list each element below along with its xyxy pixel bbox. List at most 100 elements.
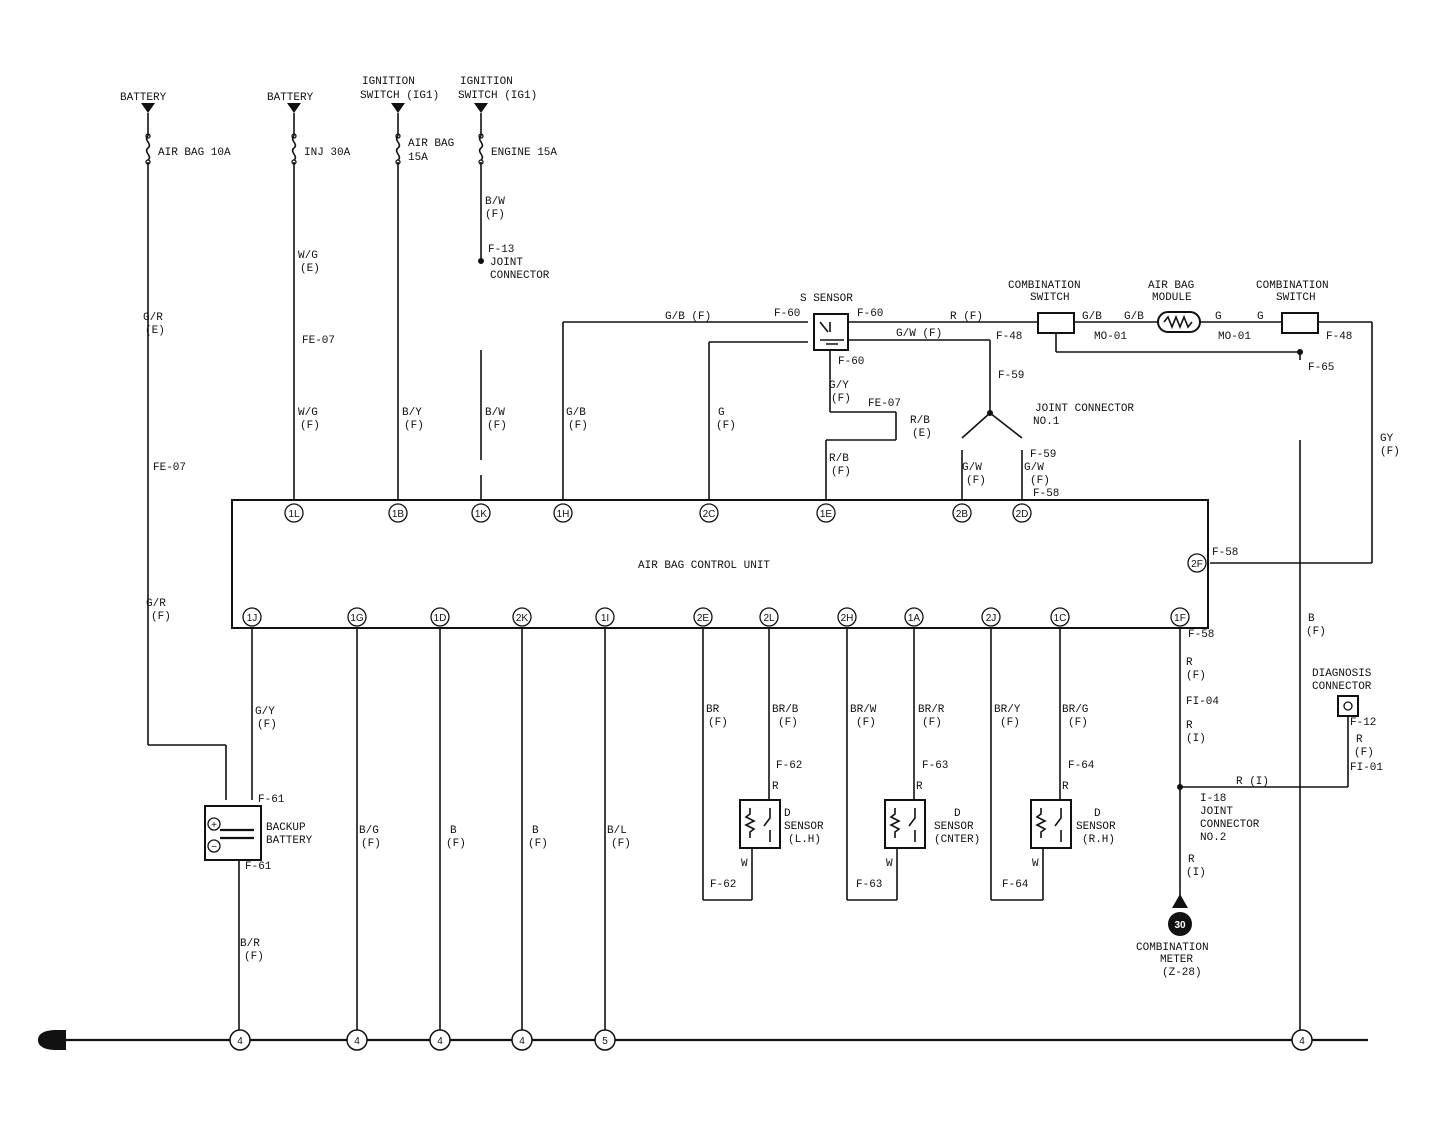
combination-switch-2: COMBINATION SWITCH F-48 GY (F) F-65 B (F… bbox=[1210, 280, 1400, 1040]
pin-label: 1B bbox=[392, 509, 405, 520]
wire-label: R/B bbox=[829, 453, 849, 465]
wire-label: (F) bbox=[708, 717, 728, 729]
wire-label: B bbox=[532, 825, 539, 837]
d-sensor-label: (R.H) bbox=[1082, 834, 1115, 846]
d-sensor-center: BR/W (F) BR/R (F) F-63 R D SENSOR (CNTER… bbox=[846, 628, 980, 901]
ground-point-label: 4 bbox=[237, 1036, 243, 1047]
ignition-label-2a: IGNITION bbox=[460, 76, 513, 88]
pin-label: 2L bbox=[763, 613, 775, 624]
d-sensor-lh: BR (F) BR/B (F) F-62 R D SENSOR (L.H) W … bbox=[702, 628, 824, 901]
wire-label: (F) bbox=[1000, 717, 1020, 729]
wire-label: (F) bbox=[716, 420, 736, 432]
connector-label: F-62 bbox=[710, 879, 736, 891]
power-arrow-icon bbox=[474, 103, 488, 113]
battery-source-1: BATTERY bbox=[120, 92, 167, 136]
diagnosis-connector: DIAGNOSIS CONNECTOR F-12 R (F) FI-01 bbox=[1312, 668, 1383, 787]
wire-label: R (F) bbox=[950, 311, 983, 323]
fuse-icon: AIR BAG 15A bbox=[395, 133, 454, 165]
wire-label: (E) bbox=[300, 263, 320, 275]
wire-label: R bbox=[1186, 720, 1193, 732]
connector-label: F-65 bbox=[1308, 362, 1334, 374]
wire-label: G/B bbox=[1124, 311, 1144, 323]
d-sensor-label: SENSOR bbox=[1076, 821, 1116, 833]
wire-engine-15a: B/W (F) F-13 JOINT CONNECTOR B/W (F) bbox=[478, 162, 550, 500]
d-sensor-label: SENSOR bbox=[784, 821, 824, 833]
connector-label: MO-01 bbox=[1218, 331, 1251, 343]
wire-label: GY bbox=[1380, 433, 1394, 445]
svg-text:+: + bbox=[211, 820, 217, 831]
wire-label: G/W bbox=[1024, 462, 1044, 474]
wire-label: (F) bbox=[257, 719, 277, 731]
diagnosis-connector-label: DIAGNOSIS bbox=[1312, 668, 1372, 680]
wire-label: G bbox=[1257, 311, 1264, 323]
s-sensor: S SENSOR F-60 F-60 F-60 G/Y (F) FE-07 R/… bbox=[774, 293, 932, 500]
pin-label: 1L bbox=[288, 509, 300, 520]
wire-label: (F) bbox=[361, 838, 381, 850]
wire-label: R bbox=[1188, 854, 1195, 866]
meter-label: METER bbox=[1160, 954, 1193, 966]
wire-label: W bbox=[1032, 858, 1039, 870]
wire-inj-30a: W/G (E) FE-07 W/G (F) bbox=[293, 162, 335, 500]
connector-label: F-63 bbox=[856, 879, 882, 891]
battery-label-1: BATTERY bbox=[120, 92, 167, 104]
pin-label: 2D bbox=[1016, 509, 1029, 520]
wire-label: R bbox=[772, 781, 779, 793]
meter-label: COMBINATION bbox=[1136, 942, 1209, 954]
air-bag-control-unit-label: AIR BAG CONTROL UNIT bbox=[638, 560, 770, 572]
ignition-source-1: IGNITION SWITCH (IG1) bbox=[360, 76, 439, 136]
ground-point-label: 4 bbox=[1299, 1036, 1305, 1047]
pin-label: 1C bbox=[1054, 613, 1067, 624]
wire-label: (F) bbox=[446, 838, 466, 850]
wire-label: BR/B bbox=[772, 704, 799, 716]
wire-label: (F) bbox=[1354, 747, 1374, 759]
wire-g-b: G/B (F) G/B (F) bbox=[562, 311, 808, 500]
wire-label: (F) bbox=[404, 420, 424, 432]
wire-label: G/R bbox=[146, 598, 166, 610]
wire-label: W bbox=[886, 858, 893, 870]
pin-label: 2C bbox=[703, 509, 716, 520]
wire-label: R (I) bbox=[1236, 776, 1269, 788]
pin-label: 2F bbox=[1191, 559, 1203, 570]
connector-label: F-64 bbox=[1068, 760, 1095, 772]
connector-label: FE-07 bbox=[302, 335, 335, 347]
battery-label-2: BATTERY bbox=[267, 92, 314, 104]
backup-battery: G/Y (F) F-61 + − BACKUP BATTERY F-61 B/R… bbox=[204, 628, 313, 1030]
wire-label: (F) bbox=[611, 838, 631, 850]
wire-label: (F) bbox=[1068, 717, 1088, 729]
combination-meter: 30 COMBINATION METER (Z-28) bbox=[1136, 894, 1209, 979]
pin-label: 1K bbox=[475, 509, 488, 520]
wire-label: W/G bbox=[298, 407, 318, 419]
wire-g: G (F) bbox=[708, 341, 808, 500]
wire-label: W bbox=[741, 858, 748, 870]
joint-connector-label: JOINT bbox=[490, 257, 523, 269]
ground-runs: B/G (F) B (F) B (F) B/L (F) bbox=[356, 628, 631, 1030]
wire-label: B/G bbox=[359, 825, 379, 837]
connector-label: FI-04 bbox=[1186, 696, 1219, 708]
pin-label: 1A bbox=[908, 613, 921, 624]
ground-point-label: 4 bbox=[437, 1036, 443, 1047]
combination-switch-label: SWITCH bbox=[1030, 292, 1070, 304]
diagnosis-connector-label: CONNECTOR bbox=[1312, 681, 1372, 693]
pin-label: 1H bbox=[557, 509, 570, 520]
wire-air-bag-15a: B/Y (F) bbox=[397, 162, 424, 500]
wire-label: (F) bbox=[831, 466, 851, 478]
wire-label: W/G bbox=[298, 250, 318, 262]
joint-connector-label: NO.1 bbox=[1033, 416, 1060, 428]
power-arrow-icon bbox=[141, 103, 155, 113]
wire-label: (F) bbox=[778, 717, 798, 729]
fuse-icon: INJ 30A bbox=[291, 133, 351, 165]
air-bag-module-label: AIR BAG bbox=[1148, 280, 1194, 292]
connector-label: I-18 bbox=[1200, 793, 1226, 805]
connector-label: F-61 bbox=[245, 861, 272, 873]
wire-label: BR/Y bbox=[994, 704, 1021, 716]
battery-source-2: BATTERY bbox=[267, 92, 314, 136]
connector-label: F-48 bbox=[996, 331, 1022, 343]
wire-label: R bbox=[916, 781, 923, 793]
connector-label: F-60 bbox=[774, 308, 800, 320]
wire-label: BR bbox=[706, 704, 720, 716]
wire-label: BR/R bbox=[918, 704, 945, 716]
wire-label: B/W bbox=[485, 196, 505, 208]
wire-label: G/B (F) bbox=[665, 311, 711, 323]
svg-text:−: − bbox=[211, 842, 217, 853]
wire-label: (I) bbox=[1186, 867, 1206, 879]
